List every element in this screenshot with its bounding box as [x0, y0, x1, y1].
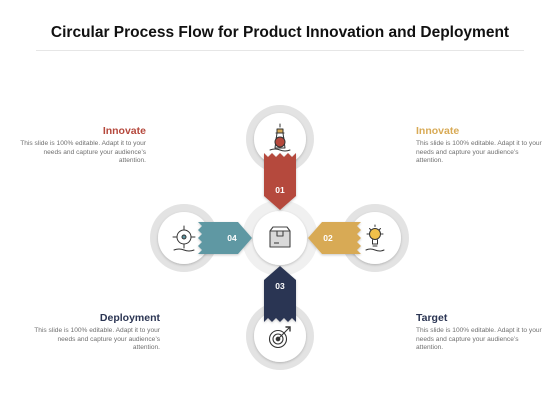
target-icon: [268, 326, 291, 349]
block-text: This slide is 100% editable. Adapt it to…: [416, 140, 542, 165]
step-number-2: 02: [323, 233, 333, 243]
block-text: This slide is 100% editable. Adapt it to…: [20, 140, 146, 165]
block-top-right: Innovate This slide is 100% editable. Ad…: [416, 125, 546, 166]
arrow-step-3: [264, 266, 296, 322]
lighthouse-icon: [269, 123, 291, 152]
compass-icon: [172, 225, 196, 252]
node-bottom: [246, 302, 314, 370]
block-heading: Target: [416, 312, 448, 324]
block-bottom-left: Deployment This slide is 100% editable. …: [30, 312, 160, 353]
arrow-step-4: [198, 222, 252, 254]
block-text: This slide is 100% editable. Adapt it to…: [34, 327, 160, 352]
title-divider: [36, 50, 524, 51]
block-top-left: Innovate This slide is 100% editable. Ad…: [16, 125, 146, 166]
block-heading: Innovate: [416, 125, 460, 137]
block-bottom-right: Target This slide is 100% editable. Adap…: [416, 312, 546, 353]
lightbulb-icon: [365, 224, 385, 252]
step-number-1: 01: [275, 185, 285, 195]
step-number-4: 04: [227, 233, 237, 243]
box-icon: [269, 226, 291, 248]
arrow-step-1: [264, 153, 296, 210]
block-heading: Deployment: [99, 312, 160, 324]
page-title: Circular Process Flow for Product Innova…: [50, 24, 510, 41]
arrow-step-2: [308, 222, 361, 254]
block-heading: Innovate: [102, 125, 146, 137]
step-number-3: 03: [275, 281, 285, 291]
block-text: This slide is 100% editable. Adapt it to…: [416, 327, 542, 352]
